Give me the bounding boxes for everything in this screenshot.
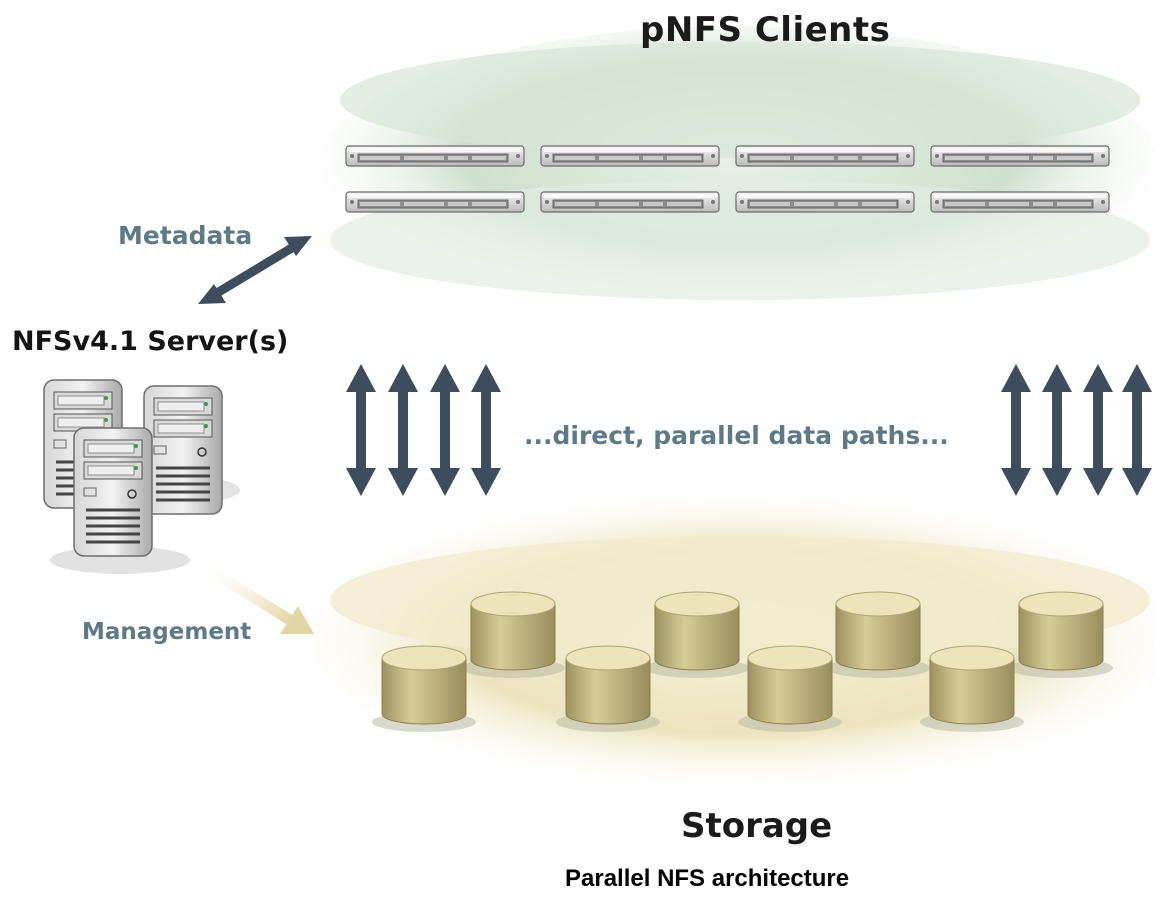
rack-server-icon bbox=[540, 191, 720, 213]
disk-cylinder-icon bbox=[1008, 591, 1114, 679]
double-arrow-icon bbox=[1042, 364, 1072, 496]
rack-server-icon bbox=[735, 191, 915, 213]
management-arrow bbox=[203, 563, 314, 634]
disk-cylinder-icon bbox=[825, 591, 931, 679]
rack-server-icon bbox=[735, 145, 915, 167]
disk-cylinder-icon bbox=[919, 645, 1025, 733]
data-path-arrows-right bbox=[1001, 364, 1152, 496]
rack-server-icon bbox=[930, 145, 1110, 167]
rack-server-icon bbox=[930, 191, 1110, 213]
double-arrow-icon bbox=[1001, 364, 1031, 496]
rack-server-icon bbox=[345, 145, 525, 167]
metadata-label: Metadata bbox=[118, 221, 253, 250]
double-arrow-icon bbox=[471, 364, 501, 496]
client-zone bbox=[320, 26, 1155, 310]
management-label: Management bbox=[82, 619, 252, 645]
rack-server-icon bbox=[540, 145, 720, 167]
disk-cylinder-icon bbox=[644, 591, 750, 679]
figure-caption: Parallel NFS architecture bbox=[565, 865, 850, 892]
double-arrow-icon bbox=[1122, 364, 1152, 496]
server-title: NFSv4.1 Server(s) bbox=[12, 326, 289, 357]
disk-cylinder-icon bbox=[555, 645, 661, 733]
double-arrow-icon bbox=[1083, 364, 1113, 496]
rack-server-icon bbox=[345, 191, 525, 213]
metadata-servers bbox=[42, 378, 240, 574]
storage-title: Storage bbox=[681, 806, 833, 846]
metadata-arrow bbox=[198, 236, 312, 304]
tower-server-icon bbox=[72, 426, 154, 558]
disk-cylinder-icon bbox=[371, 645, 477, 733]
clients-title: pNFS Clients bbox=[640, 10, 891, 50]
data-path-arrows-left bbox=[346, 364, 501, 496]
disk-cylinder-icon bbox=[460, 591, 566, 679]
double-arrow-icon bbox=[346, 364, 376, 496]
double-arrow-icon bbox=[430, 364, 460, 496]
tower-server-icon bbox=[142, 384, 224, 516]
data-paths-label: ...direct, parallel data paths... bbox=[524, 421, 949, 450]
disk-cylinder-icon bbox=[737, 645, 843, 733]
double-arrow-icon bbox=[388, 364, 418, 496]
